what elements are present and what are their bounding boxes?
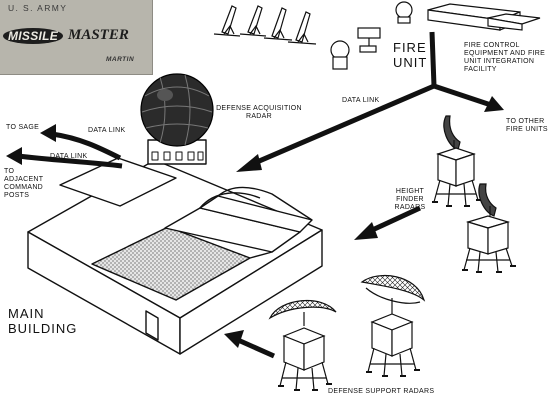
main-building <box>27 139 323 355</box>
arrow-support-radars <box>224 330 244 348</box>
support-radar-1 <box>268 299 337 391</box>
main-building-label: MAIN BUILDING <box>8 306 78 336</box>
building-right-wall <box>179 229 323 355</box>
fire-unit-label: FIRE UNIT <box>393 40 428 70</box>
arrow-to-sage <box>40 124 56 142</box>
fire-control-facility <box>427 3 541 31</box>
building-door <box>145 310 159 341</box>
support-radar-2 <box>360 275 426 377</box>
data-link-top-label: DATA LINK <box>342 97 380 104</box>
missile-master-logo: U. S. ARMY MISSILE MASTER MARTIN <box>0 0 153 75</box>
defense-acquisition-radar <box>140 73 214 147</box>
fire-control-label: FIRE CONTROL EQUIPMENT AND FIRE UNIT INT… <box>464 42 546 73</box>
height-finder-radar-1 <box>432 115 482 207</box>
data-link-lines <box>249 31 495 168</box>
missile-launchers <box>213 5 317 45</box>
height-finder-radar-2 <box>462 183 516 273</box>
to-posts-label: TO ADJACENT COMMAND POSTS <box>4 168 44 199</box>
arrow-height-finder <box>354 222 378 240</box>
logo-missile-text: MISSILE <box>3 28 64 44</box>
height-finder-label: HEIGHT FINDER RADARS <box>394 188 426 211</box>
logo-army-text: U. S. ARMY <box>8 3 68 13</box>
data-link-posts-label: DATA LINK <box>50 153 88 160</box>
data-link-sage <box>51 131 122 161</box>
arrow-to-other-units <box>484 96 504 112</box>
data-link-posts <box>17 153 123 169</box>
to-other-units-label: TO OTHER FIRE UNITS <box>506 118 548 133</box>
logo-master-text: MASTER <box>68 27 129 43</box>
arrow-to-posts <box>6 147 22 165</box>
fire-unit-radars <box>330 1 413 70</box>
to-sage-label: TO SAGE <box>6 124 40 131</box>
logo-martin-text: MARTIN <box>106 56 135 63</box>
defense-radar-label: DEFENSE ACQUISITION RADAR <box>216 105 302 120</box>
data-link-sage-label: DATA LINK <box>88 127 126 134</box>
arrow-to-main-building <box>236 154 262 172</box>
support-radars-label: DEFENSE SUPPORT RADARS <box>328 388 435 395</box>
